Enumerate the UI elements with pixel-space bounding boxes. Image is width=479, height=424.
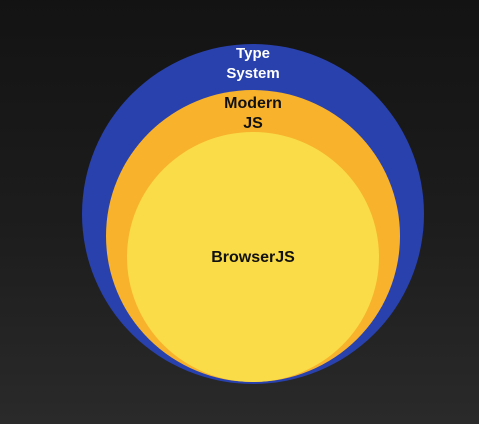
browserjs-label: BrowserJS bbox=[211, 249, 295, 266]
type-system-label: Type System bbox=[226, 45, 280, 82]
modern-js-label: Modern JS bbox=[224, 95, 282, 132]
browserjs-circle bbox=[127, 132, 379, 382]
